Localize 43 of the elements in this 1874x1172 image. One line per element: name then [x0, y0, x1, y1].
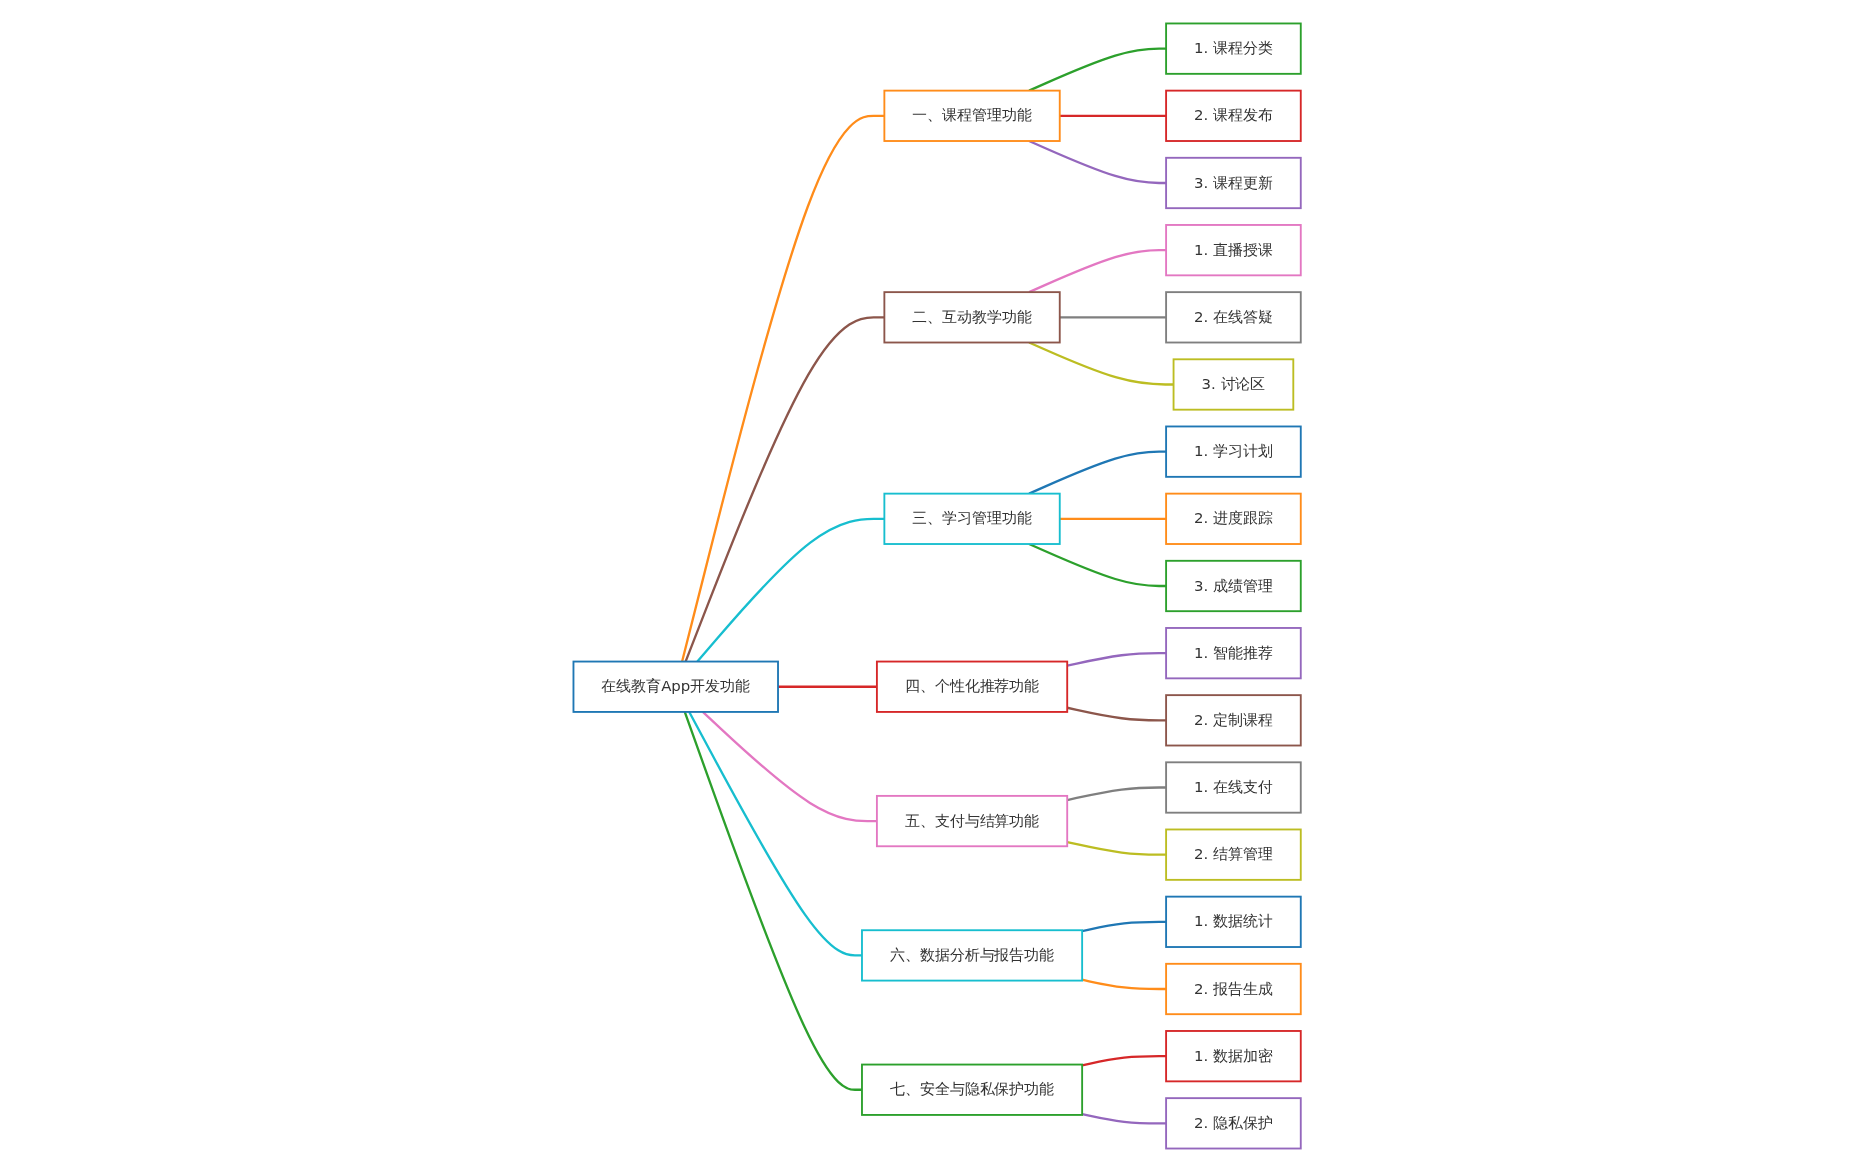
node-box: 一、课程管理功能	[883, 89, 1061, 142]
connector	[1081, 978, 1166, 991]
node-box: 2. 课程发布	[1165, 89, 1302, 142]
connector	[1059, 114, 1166, 117]
node-box: 1. 在线支付	[1165, 761, 1302, 814]
node-box: 1. 智能推荐	[1165, 627, 1302, 680]
node-box: 2. 结算管理	[1165, 828, 1302, 881]
node-box: 3. 成绩管理	[1165, 559, 1302, 613]
connector	[696, 517, 885, 663]
node-box: 四、个性化推荐功能	[875, 660, 1069, 713]
connector	[1028, 450, 1166, 495]
connector	[1081, 1112, 1166, 1125]
node-box: 2. 在线答疑	[1165, 291, 1302, 344]
node-box: 1. 数据加密	[1165, 1030, 1302, 1083]
connector	[777, 685, 877, 688]
node-box: 3. 课程更新	[1165, 156, 1302, 210]
node-box: 五、支付与结算功能	[875, 794, 1069, 848]
node-box: 3. 讨论区	[1172, 358, 1295, 411]
node-box: 1. 直播授课	[1165, 224, 1302, 277]
node-box: 1. 课程分类	[1165, 22, 1302, 75]
node-box: 三、学习管理功能	[883, 492, 1061, 545]
connector	[1081, 920, 1166, 933]
connector	[688, 711, 862, 957]
node-box: 二、互动教学功能	[883, 291, 1061, 344]
node-box: 1. 学习计划	[1165, 425, 1302, 478]
node-box: 七、安全与隐私保护功能	[860, 1063, 1083, 1116]
connector	[1059, 316, 1166, 319]
connector	[1081, 1055, 1166, 1067]
node-box: 1. 数据统计	[1165, 895, 1302, 948]
node-box: 2. 定制课程	[1165, 694, 1302, 747]
node-box: 2. 隐私保护	[1165, 1097, 1302, 1150]
node-box: 在线教育App开发功能	[572, 660, 779, 713]
connector	[1028, 341, 1174, 386]
connector	[684, 316, 885, 662]
node-box: 2. 报告生成	[1165, 962, 1302, 1016]
connector	[1059, 517, 1166, 520]
connector	[701, 711, 877, 823]
connector	[680, 114, 885, 662]
node-box: 2. 进度跟踪	[1165, 492, 1302, 545]
connector	[683, 711, 862, 1091]
node-box: 六、数据分析与报告功能	[860, 929, 1083, 982]
connector	[1028, 249, 1166, 294]
connector	[1028, 47, 1166, 92]
